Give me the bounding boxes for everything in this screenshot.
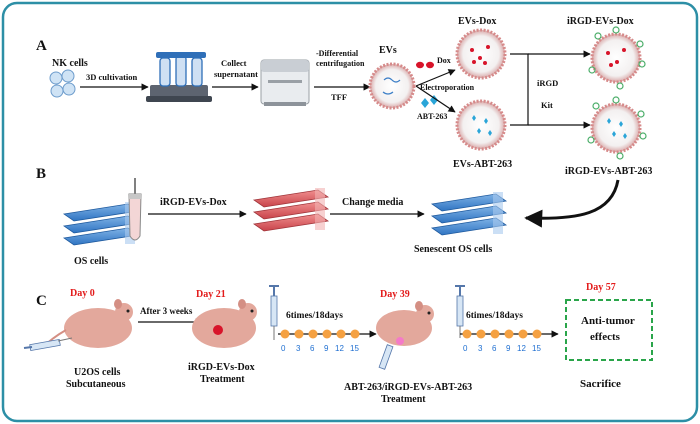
mouse-icon-2 (192, 299, 257, 348)
day21-label: Day 21 (196, 289, 226, 300)
collect-label-1: Collect (221, 58, 247, 68)
kit-label: Kit (541, 100, 553, 110)
day57-label: Day 57 (586, 282, 616, 293)
differential-label-2: centrifugation (316, 59, 365, 68)
tick-label: 6 (492, 344, 497, 353)
evs-label: EVs (379, 45, 397, 56)
c-treatment-label-1: Treatment (200, 374, 245, 385)
dose-ticks-2: 0 3 6 9 12 15 (463, 344, 541, 353)
after-3-weeks-label: After 3 weeks (140, 306, 193, 316)
senescent-os-cells-label: Senescent OS cells (414, 244, 492, 255)
dose-dots-1 (280, 329, 360, 339)
sacrifice-label: Sacrifice (580, 378, 621, 390)
tick-label: 9 (324, 344, 329, 353)
tick-label: 15 (532, 344, 541, 353)
abt-treatment-label-1: ABT-263/iRGD-EVs-ABT-263 (344, 382, 472, 393)
syringe-icon-1 (23, 337, 73, 352)
change-media-label: Change media (342, 197, 403, 208)
os-cells-label: OS cells (74, 256, 108, 267)
irgd-label: iRGD (537, 78, 558, 88)
irgd-evs-dox-vesicle (588, 26, 646, 90)
dose-dots-2 (462, 329, 542, 339)
irgd-evs-dox-label: iRGD-EVs-Dox (567, 16, 634, 27)
differential-label-1: -Differential (316, 49, 359, 58)
syringe-icon-3 (378, 344, 394, 370)
tick-label: 3 (478, 344, 483, 353)
tick-label: 15 (350, 344, 359, 353)
tick-label: 12 (517, 344, 526, 353)
senescent-flasks (430, 192, 508, 236)
dox-drug-icon (416, 61, 434, 69)
electroporation-label: Electroporation (420, 83, 475, 92)
collect-label-2: supernatant (214, 69, 258, 79)
antitumor-box (565, 299, 653, 361)
abt-treatment-label-2: Treatment (381, 394, 426, 405)
sample-tube-icon (128, 178, 142, 241)
schedule-label-2: 6times/18days (466, 311, 523, 321)
tff-label: TFF (331, 92, 347, 102)
evs-abt263-vesicle (455, 99, 507, 151)
dose-ticks-1: 0 3 6 9 12 15 (281, 344, 359, 353)
bioreactor-icon (146, 52, 212, 102)
abt263-label: ABT-263 (417, 112, 447, 121)
tick-label: 9 (506, 344, 511, 353)
nk-cells-icon (49, 69, 76, 98)
antitumor-label-2: effects (590, 331, 621, 343)
abt263-drug-icon (421, 95, 438, 108)
evs-dox-label: EVs-Dox (458, 16, 496, 27)
irgd-evs-abt263-vesicle (587, 96, 647, 160)
tick-label: 12 (335, 344, 344, 353)
u2os-label-1: U2OS cells (74, 367, 120, 378)
antitumor-label-1: Anti-tumor (581, 315, 635, 327)
cultivation-label: 3D cultivation (86, 72, 138, 82)
panel-label-c: C (36, 293, 47, 309)
schedule-label-1: 6times/18days (286, 311, 343, 321)
u2os-label-2: Subcutaneous (66, 379, 126, 390)
irgd-evs-abt263-label: iRGD-EVs-ABT-263 (565, 166, 652, 177)
tick-label: 0 (281, 344, 286, 353)
mouse-icon-1 (41, 299, 133, 349)
dox-label: Dox (437, 56, 451, 65)
tick-label: 3 (296, 344, 301, 353)
c-irgd-evs-dox-label: iRGD-EVs-Dox (188, 362, 255, 373)
tick-label: 0 (463, 344, 468, 353)
treated-flasks (252, 188, 330, 232)
centrifuge-icon (260, 59, 310, 106)
day39-label: Day 39 (380, 289, 410, 300)
evs-dox-vesicle (455, 28, 507, 80)
syringe-icon-4 (455, 285, 465, 338)
syringe-icon-2 (269, 285, 279, 340)
evs-abt263-label: EVs-ABT-263 (453, 159, 512, 170)
panel-label-b: B (36, 166, 46, 182)
panel-label-a: A (36, 38, 47, 54)
nk-cells-label: NK cells (52, 58, 88, 69)
mouse-icon-3 (376, 301, 434, 346)
ev-vesicle (368, 62, 416, 110)
b-irgd-evs-dox-label: iRGD-EVs-Dox (160, 197, 227, 208)
tick-label: 6 (310, 344, 315, 353)
day0-label: Day 0 (70, 288, 95, 299)
os-cells-flasks (62, 202, 140, 246)
